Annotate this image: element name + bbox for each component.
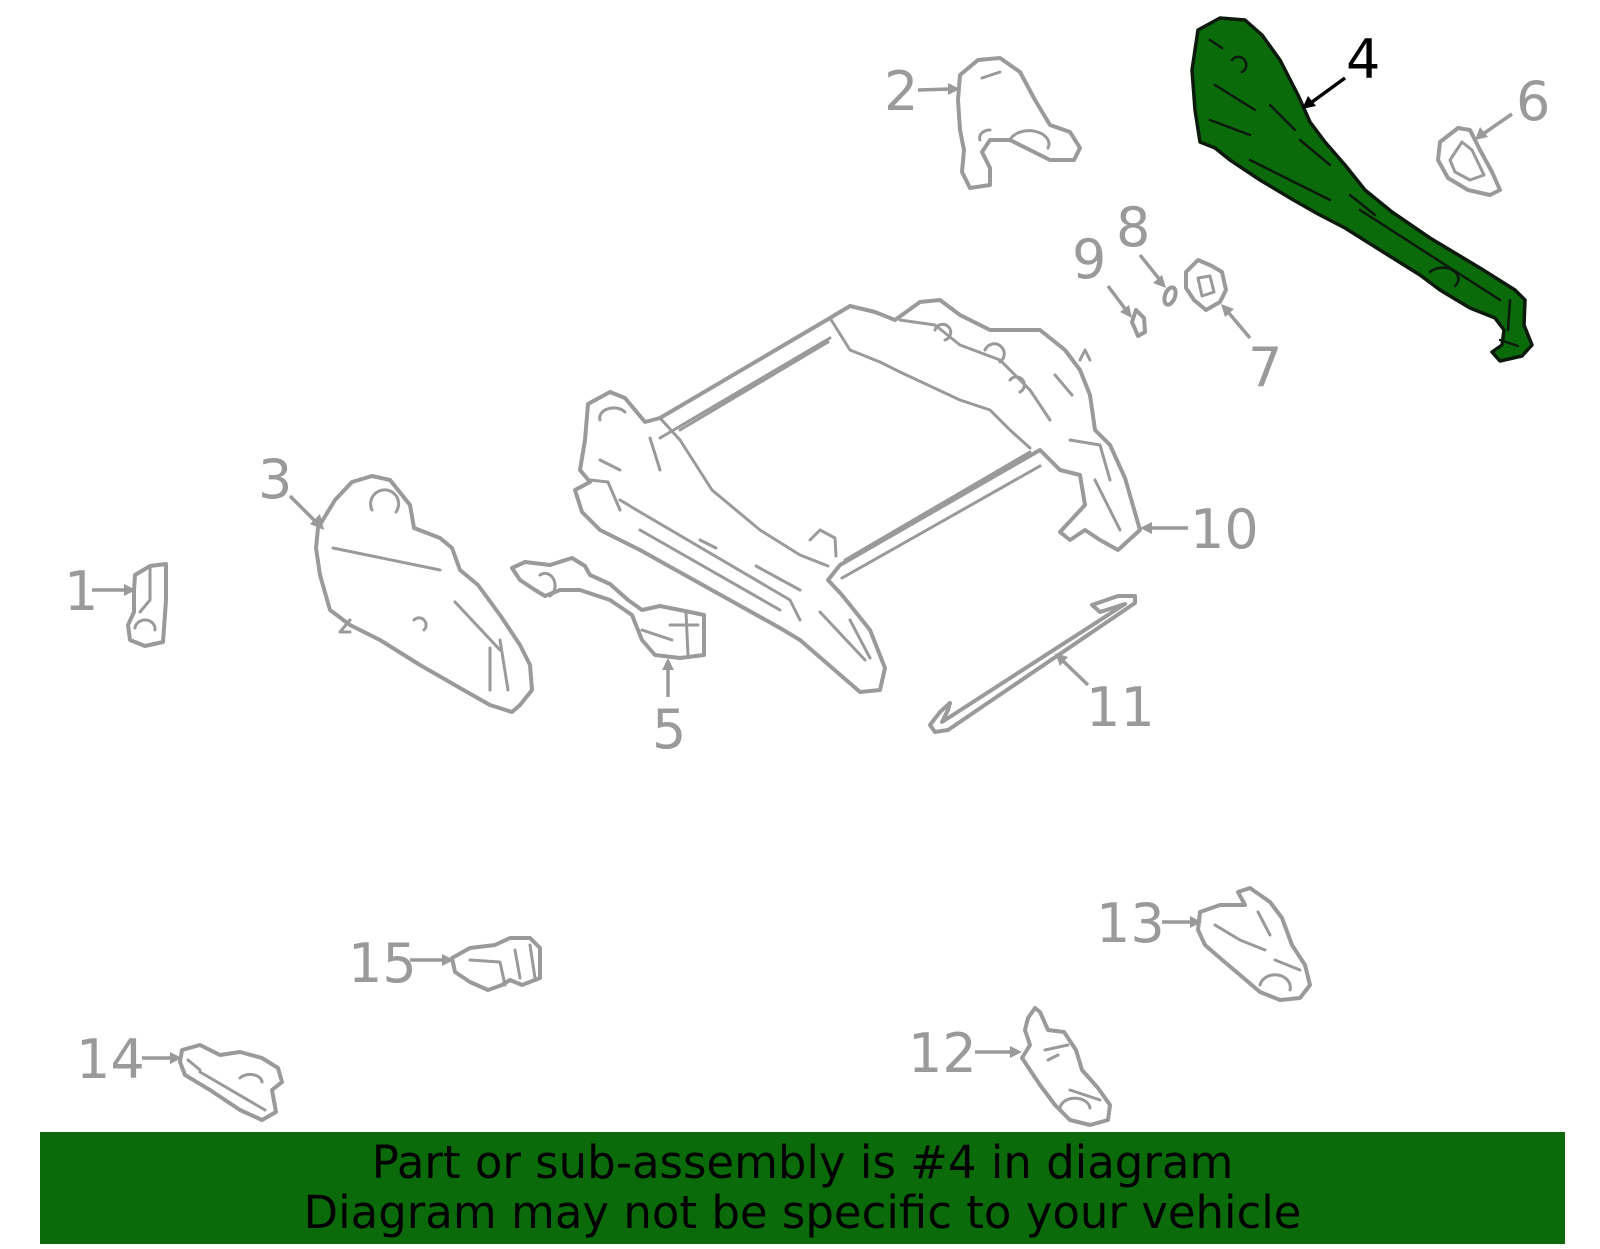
part-13-cap[interactable]	[1196, 886, 1312, 1002]
part-5-lever[interactable]	[510, 556, 706, 660]
part-4-highlighted-cover[interactable]	[1190, 16, 1534, 363]
part-2-cover[interactable]	[956, 56, 1082, 190]
callout-2: 2	[884, 60, 918, 123]
callout-7: 7	[1248, 336, 1282, 399]
callout-13: 13	[1096, 892, 1165, 955]
part-8-clip[interactable]	[1162, 285, 1178, 307]
banner-line-2: Diagram may not be specific to your vehi…	[303, 1186, 1302, 1239]
part-14-cap[interactable]	[178, 1043, 284, 1122]
callout-5: 5	[652, 698, 686, 761]
callout-8: 8	[1116, 196, 1150, 259]
part-12-cap[interactable]	[1020, 1006, 1112, 1127]
part-1-bracket[interactable]	[126, 562, 168, 648]
banner-line-1: Part or sub-assembly is #4 in diagram	[371, 1136, 1234, 1189]
callout-1: 1	[64, 560, 98, 623]
part-3-side-shield[interactable]	[314, 474, 534, 714]
callout-6: 6	[1516, 70, 1550, 133]
leader-lines	[92, 76, 1513, 1064]
callout-3: 3	[258, 448, 292, 511]
part-15-cap[interactable]	[450, 936, 542, 992]
callout-10: 10	[1190, 498, 1259, 561]
callout-12: 12	[908, 1022, 977, 1085]
info-banner: Part or sub-assembly is #4 in diagram Di…	[40, 1132, 1565, 1244]
part-7-nut[interactable]	[1184, 258, 1228, 312]
callout-11: 11	[1086, 676, 1155, 739]
callout-15: 15	[348, 932, 417, 995]
part-6-knob[interactable]	[1436, 126, 1502, 197]
callout-9: 9	[1072, 228, 1106, 291]
callout-14: 14	[76, 1028, 145, 1091]
part-11-rod[interactable]	[928, 594, 1137, 734]
seat-frame[interactable]	[573, 298, 1142, 694]
callout-labels: 1 2 3 4 5 6 7 8 9 10 11 12 13 14 15	[64, 28, 1550, 1091]
part-9-clip[interactable]	[1130, 308, 1147, 338]
callout-4: 4	[1346, 28, 1380, 91]
